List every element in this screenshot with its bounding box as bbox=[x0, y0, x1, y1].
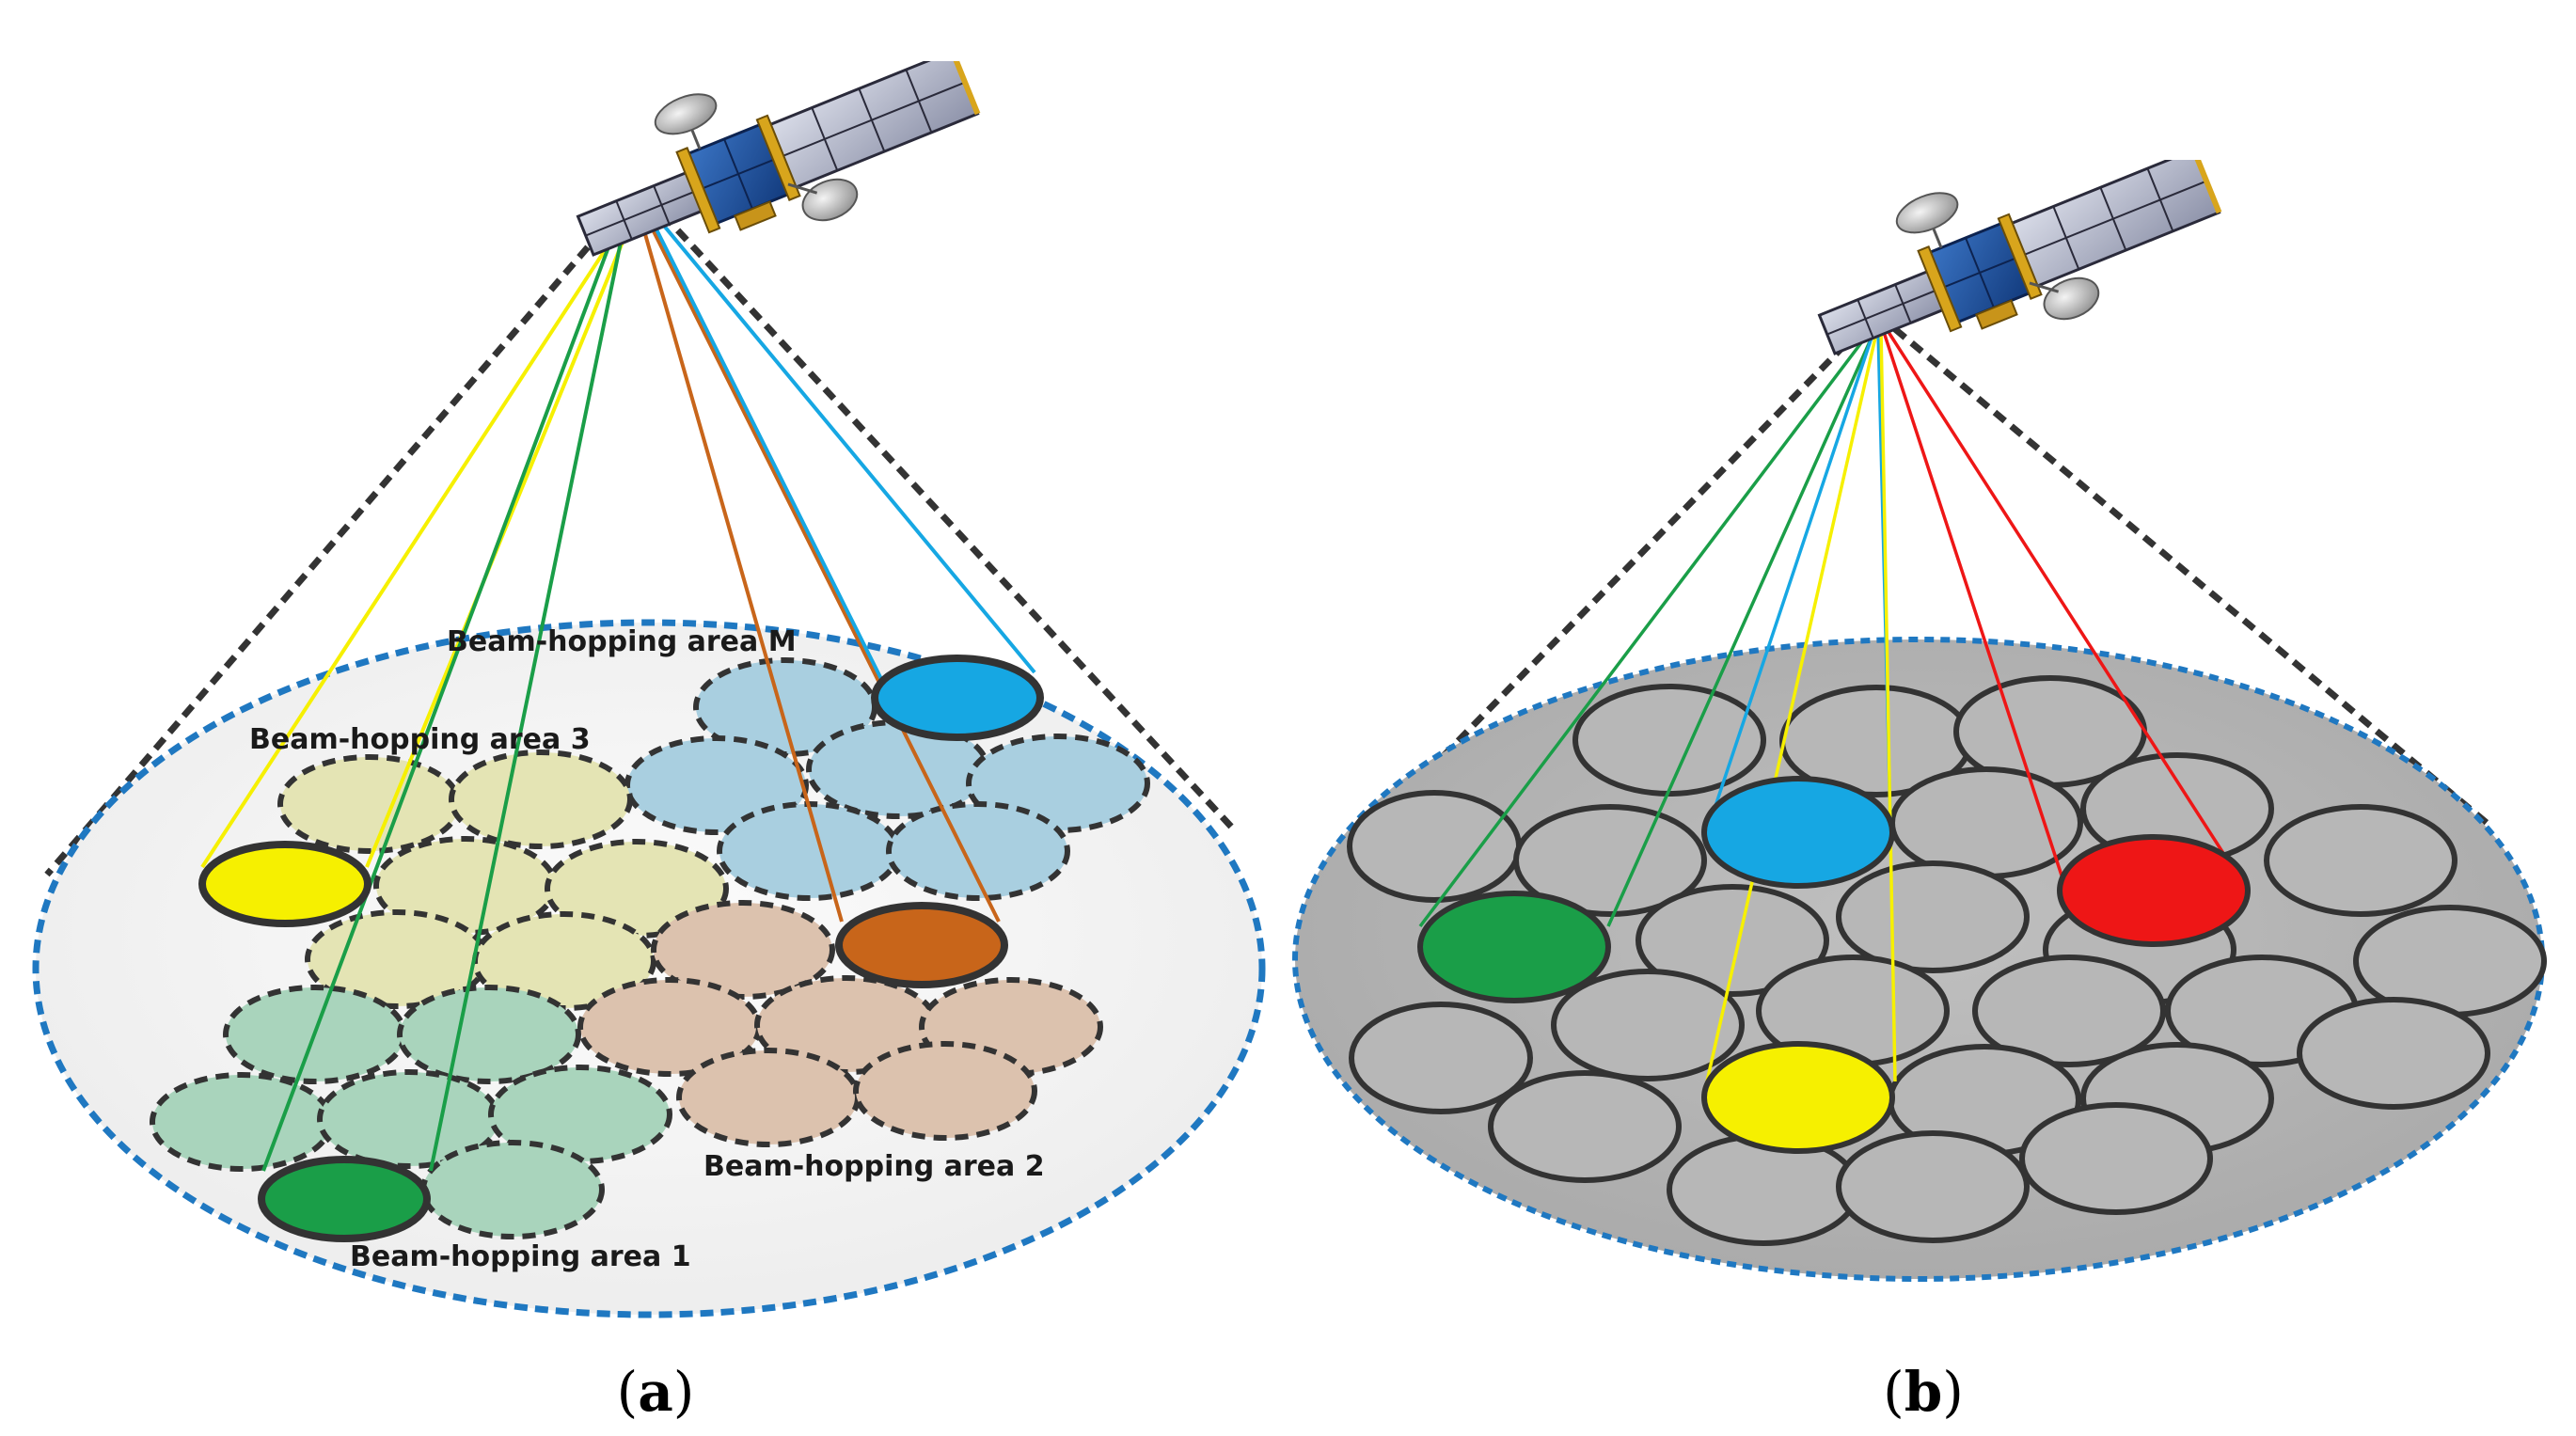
green-beam-ray bbox=[1606, 328, 1877, 927]
active-beam-orange bbox=[835, 902, 1008, 988]
red-beam-ray bbox=[1885, 328, 2245, 885]
blue-beam-ray bbox=[647, 213, 891, 695]
green-beam-ray bbox=[1418, 327, 1873, 928]
area-label-3: Beam-hopping area 3 bbox=[249, 723, 591, 756]
area-1-cell bbox=[150, 1072, 334, 1172]
beam-rays-b bbox=[1418, 327, 2245, 1082]
area-label-1: Beam-hopping area 1 bbox=[350, 1240, 691, 1273]
beam-cell bbox=[1349, 1002, 1533, 1114]
panel-b-caption: (b) bbox=[1883, 1360, 1964, 1424]
beam-cell bbox=[2019, 1102, 2213, 1215]
green-beam-ray bbox=[261, 213, 623, 1172]
beam-area-m-cells bbox=[624, 657, 1150, 901]
beam-cell bbox=[1488, 1070, 1682, 1183]
panel-a-caption: (a) bbox=[617, 1360, 695, 1424]
active-beams-b bbox=[1417, 776, 2251, 1154]
green-beam-ray bbox=[429, 213, 628, 1172]
beam-cell bbox=[1889, 766, 2083, 879]
boundary-line-left bbox=[1384, 326, 1863, 816]
yellow-beam-ray bbox=[1879, 328, 1897, 1082]
area-1-cell bbox=[420, 1140, 605, 1239]
boundary-line-left bbox=[44, 212, 619, 877]
active-beam-blue bbox=[871, 655, 1044, 741]
active-beam-green bbox=[1417, 891, 1611, 1003]
active-beam-blue bbox=[1701, 776, 1895, 889]
area-1-cell bbox=[397, 985, 581, 1084]
area-2-cell bbox=[853, 1041, 1037, 1141]
beam-cell bbox=[1667, 1133, 1860, 1246]
caption-open-paren: ( bbox=[617, 1360, 639, 1424]
beam-cell bbox=[1551, 969, 1745, 1081]
boundary-line-right bbox=[660, 212, 1235, 830]
blue-beam-ray bbox=[653, 213, 1036, 674]
coverage-boundary-lines-b bbox=[1384, 326, 2495, 830]
panel-b: (b) bbox=[1292, 160, 2547, 1424]
area-label-2: Beam-hopping area 2 bbox=[703, 1150, 1045, 1183]
caption-letter: a bbox=[638, 1360, 673, 1424]
beam-cells-b bbox=[1347, 675, 2547, 1246]
beam-area-3-cells bbox=[277, 750, 729, 1011]
caption-open-paren: ( bbox=[1883, 1360, 1904, 1424]
active-beam-yellow bbox=[1701, 1041, 1895, 1154]
beam-cell bbox=[1636, 884, 1829, 997]
caption-close-paren: ) bbox=[673, 1360, 695, 1424]
orange-beam-ray bbox=[638, 213, 844, 923]
blue-beam-ray bbox=[1708, 328, 1876, 824]
yellow-beam-ray bbox=[200, 213, 630, 869]
area-3-cell bbox=[277, 754, 462, 854]
area-m-cell bbox=[717, 801, 901, 901]
active-beam-red bbox=[2057, 834, 2251, 947]
beam-cell bbox=[2297, 997, 2490, 1110]
area-2-cell bbox=[676, 1048, 861, 1147]
satellite-icon bbox=[1791, 160, 2240, 386]
beam-area-1-cells bbox=[150, 985, 672, 1239]
panel-a: Beam-hopping area M Beam-hopping area 3 … bbox=[32, 61, 1266, 1424]
beam-cell bbox=[1972, 955, 2166, 1067]
active-beams-a bbox=[198, 655, 1044, 1242]
caption-close-paren: ) bbox=[1942, 1360, 1964, 1424]
area-m-cell bbox=[886, 801, 1070, 901]
beam-area-2-cells bbox=[577, 900, 1103, 1147]
red-beam-ray bbox=[1881, 328, 2066, 885]
beam-rays-a bbox=[200, 213, 1036, 1172]
area-2-cell bbox=[651, 900, 835, 1000]
beam-cell bbox=[1572, 684, 1766, 797]
active-beam-yellow bbox=[198, 841, 371, 927]
active-beam-green bbox=[258, 1156, 431, 1242]
coverage-boundary-lines-a bbox=[44, 212, 1235, 877]
yellow-beam-ray bbox=[1705, 328, 1879, 1082]
beam-cell bbox=[1513, 804, 1707, 917]
orange-beam-ray bbox=[643, 213, 1001, 923]
beam-cell bbox=[1836, 1130, 2030, 1243]
caption-letter: b bbox=[1904, 1360, 1943, 1424]
beam-cell bbox=[1836, 860, 2030, 973]
beam-cell bbox=[1347, 790, 1522, 903]
area-3-cell bbox=[449, 750, 633, 849]
area-label-m: Beam-hopping area M bbox=[447, 625, 797, 658]
beam-cell bbox=[2264, 804, 2457, 917]
